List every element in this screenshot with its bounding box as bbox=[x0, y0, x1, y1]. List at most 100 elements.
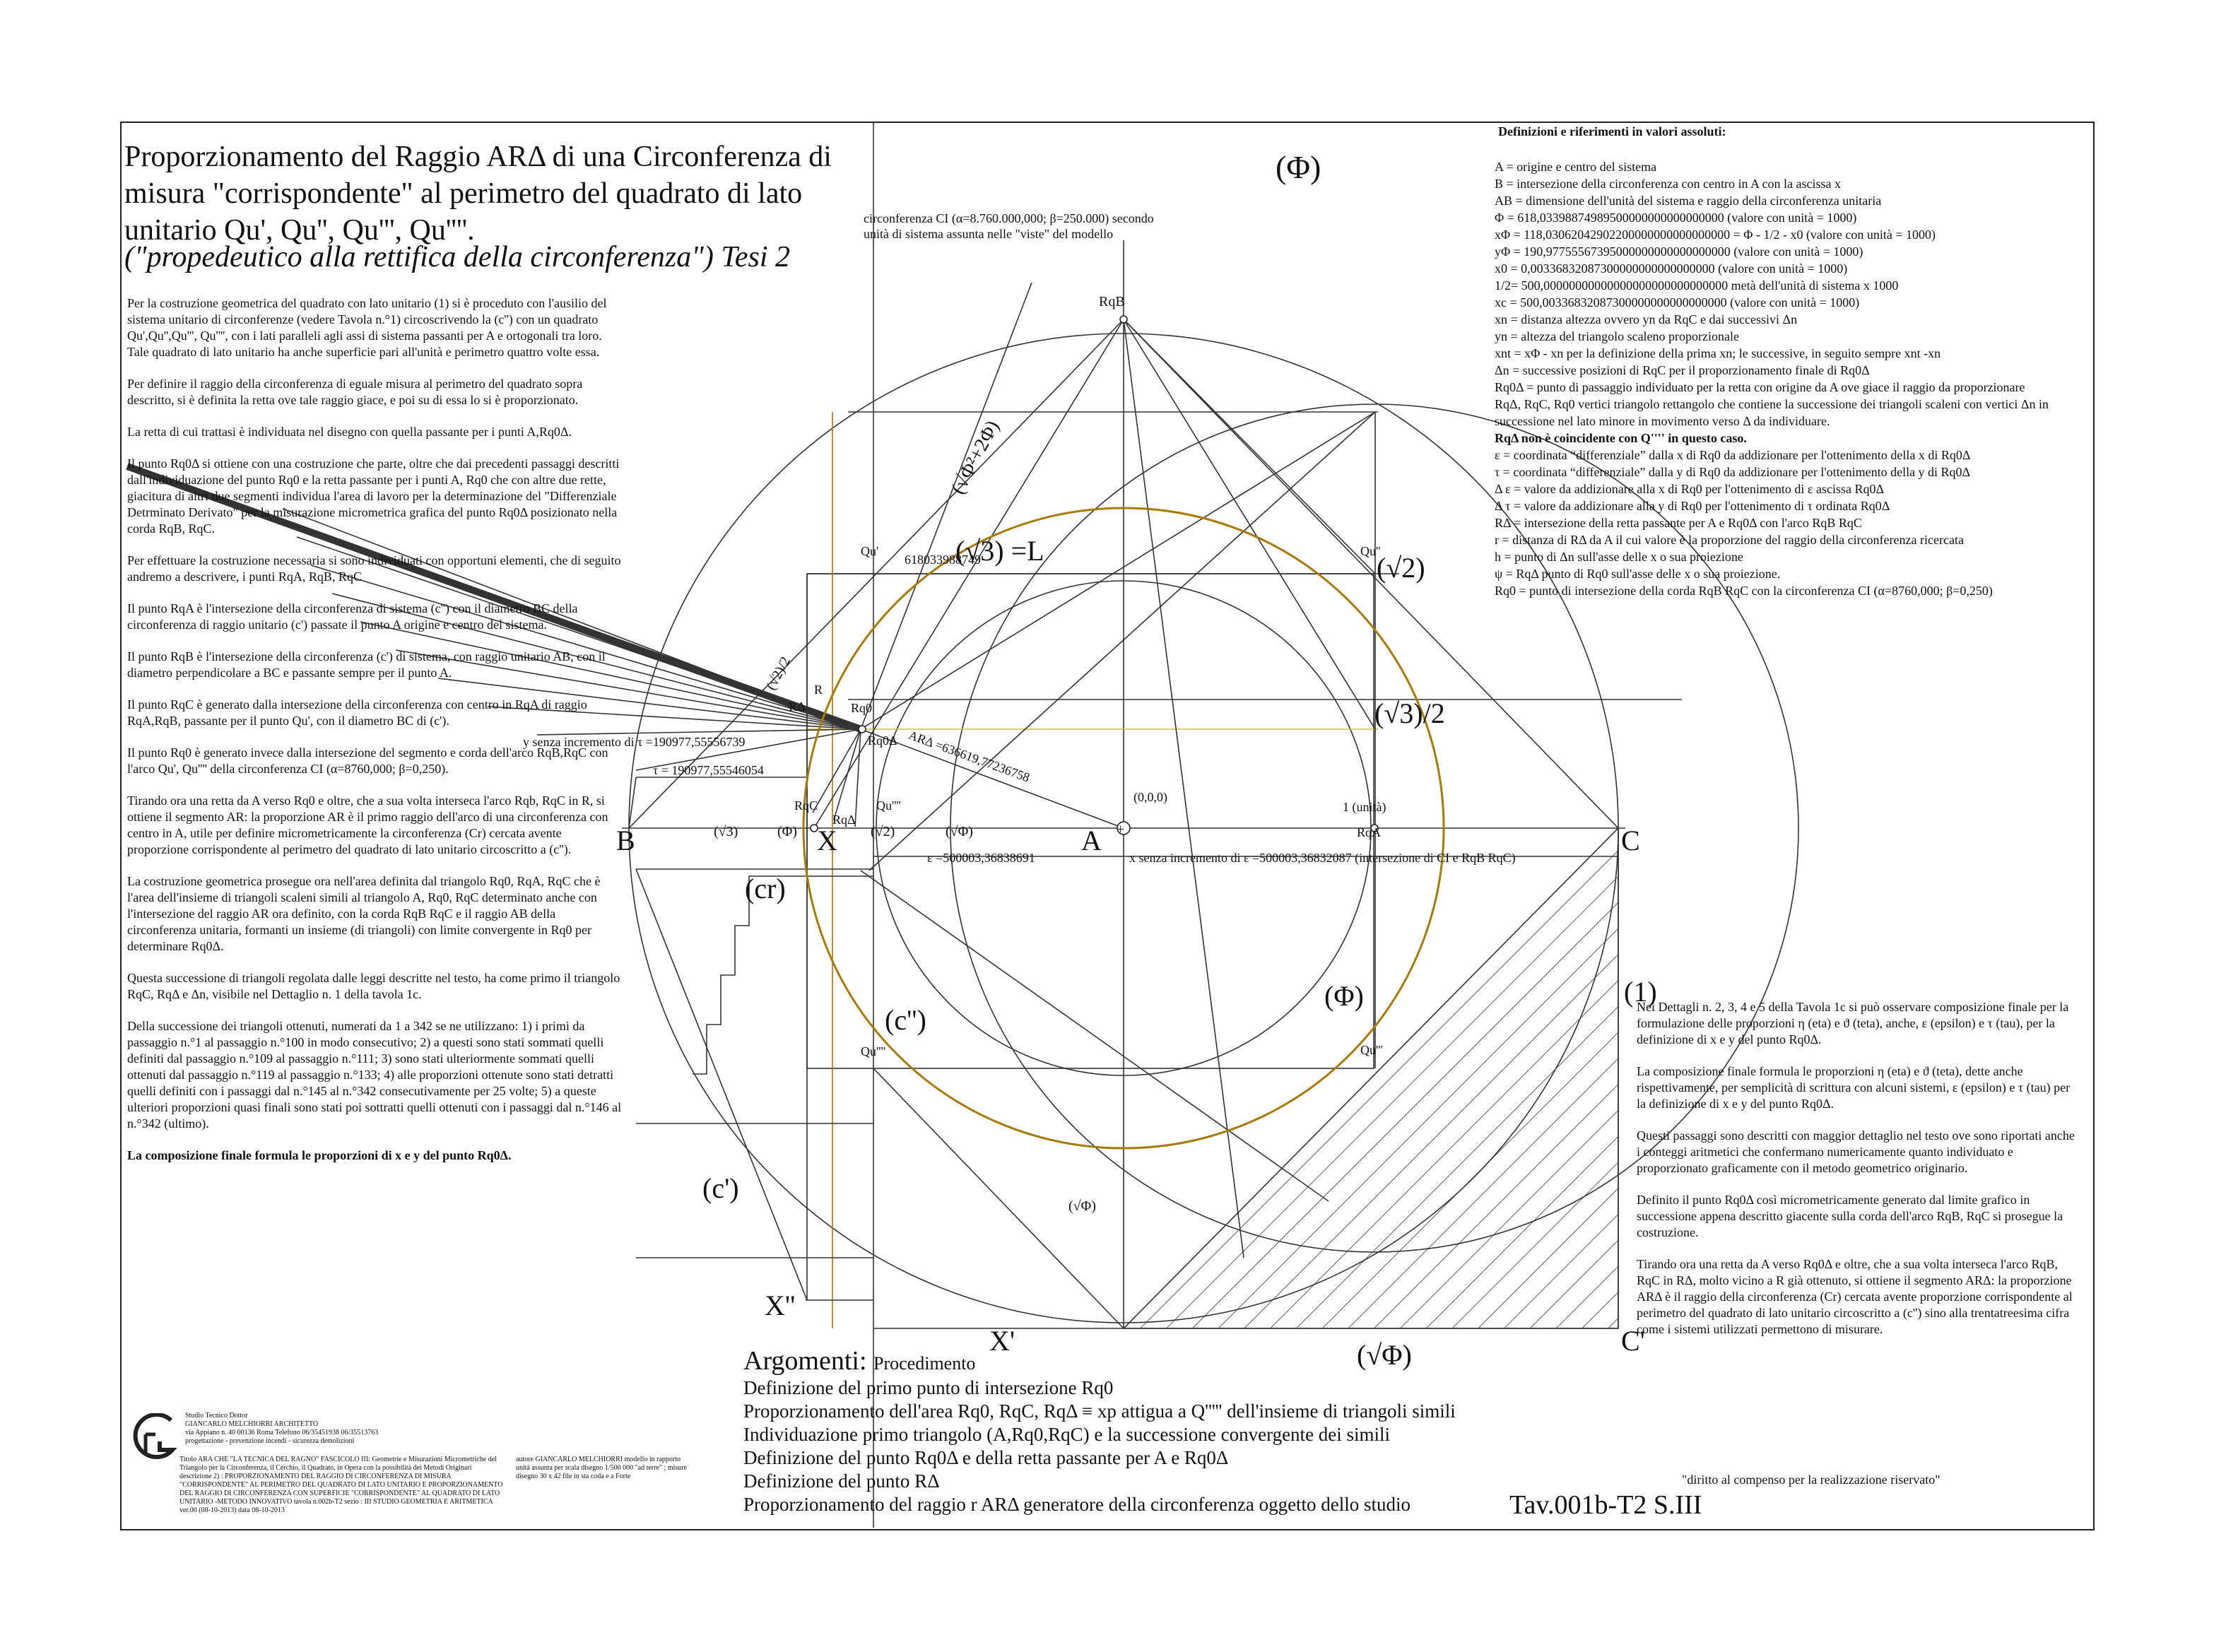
label-rq0d: Rq0Δ bbox=[868, 733, 897, 748]
label-sqrt-phi-small: (√Φ) bbox=[1068, 1198, 1096, 1214]
target-circle-cr bbox=[802, 507, 1445, 1150]
label-r: R bbox=[814, 683, 823, 697]
chord-rqb-c bbox=[1123, 319, 1619, 829]
label-origin: (0,0,0) bbox=[1133, 790, 1167, 804]
diag-1 bbox=[860, 282, 1032, 730]
label-sqrt2-axis: (√2) bbox=[871, 824, 895, 839]
sheet-number: Tav.001b-T2 S.III bbox=[1509, 1490, 1702, 1520]
label-c2: (c'') bbox=[885, 1004, 926, 1036]
label-b: B bbox=[616, 825, 635, 856]
definition-item: RΔ = intersezione della retta passante p… bbox=[1495, 516, 1862, 530]
label-eps: ε =500003,36838691 bbox=[927, 851, 1035, 865]
label-rqa: RqA bbox=[1357, 825, 1382, 839]
lower-diag bbox=[873, 1068, 1124, 1329]
details-paragraph: Definito il punto Rq0Δ così micrometrica… bbox=[1637, 1193, 2063, 1239]
definitions-list: A = origine e centro del sistema B = int… bbox=[1495, 158, 2074, 599]
topic-item: Individuazione primo triangolo (A,Rq0,Rq… bbox=[743, 1424, 1391, 1445]
intro-paragraph: Della successione dei triangoli ottenuti… bbox=[127, 1019, 622, 1131]
definition-item: x0 = 0,00336832087300000000000000000 (va… bbox=[1495, 261, 1848, 276]
intro-text: Per la costruzione geometrica del quadra… bbox=[127, 295, 622, 1179]
definition-item: ε = coordinata “differenziale” dalla x d… bbox=[1495, 448, 1971, 462]
chord-rqb-down bbox=[1123, 319, 1244, 1258]
label-qu3: Qu''' bbox=[1360, 1043, 1383, 1057]
definition-item: Δ τ = valore da addizionare alla y di Rq… bbox=[1495, 499, 1890, 513]
definition-item: yΦ = 190,97755567395000000000000000000 (… bbox=[1495, 244, 1863, 259]
topic-item: Definizione del primo punto di intersezi… bbox=[743, 1377, 1114, 1398]
point-a bbox=[1117, 821, 1131, 835]
label-c: C bbox=[1621, 825, 1640, 856]
topic-item: Definizione del punto Rq0Δ e della retta… bbox=[743, 1447, 1229, 1468]
definition-item: τ = coordinata “differenziale” dalla y d… bbox=[1495, 465, 1971, 479]
intro-paragraph: La costruzione geometrica prosegue ora n… bbox=[127, 874, 601, 953]
definition-item: xΦ = 118,03062042902200000000000000000 =… bbox=[1495, 228, 1936, 242]
label-rqb: RqB bbox=[1099, 294, 1125, 309]
topics-heading-sub: Procedimento bbox=[873, 1353, 976, 1374]
studio-line: Studio Tecnico Dottor bbox=[185, 1412, 248, 1420]
label-sqrt3-half: (√3)/2 bbox=[1374, 697, 1445, 729]
title-block-info: Titolo ARA CHE "LA TECNICA DEL RAGNO" FA… bbox=[179, 1456, 503, 1514]
definition-item: Rq0Δ = punto di passaggio individuato pe… bbox=[1495, 380, 2025, 394]
label-phi-top: (Φ) bbox=[1276, 149, 1321, 185]
intro-paragraph: Per la costruzione geometrica del quadra… bbox=[127, 296, 607, 359]
label-one: (1) bbox=[1624, 976, 1657, 1008]
definitions-title: Definizioni e riferimenti in valori asso… bbox=[1498, 124, 1726, 138]
label-sqrt3-axis: (√3) bbox=[714, 824, 738, 839]
point-rq0 bbox=[858, 725, 866, 733]
label-qu4b: Qu'''' bbox=[876, 798, 901, 813]
fan-line-7 bbox=[437, 678, 861, 730]
fan-line-9 bbox=[536, 728, 861, 736]
definition-item: Δn = successive posizioni di RqC per il … bbox=[1495, 363, 1870, 377]
label-qu1: Qu' bbox=[861, 544, 879, 558]
intro-paragraph: Questa successione di triangoli regolata… bbox=[127, 971, 620, 1001]
chord-rqb-right bbox=[1123, 319, 1376, 730]
point-rqc bbox=[810, 824, 818, 832]
fan-line-12 bbox=[833, 728, 861, 820]
studio-line: via Appiano n. 40 00136 Roma Telefono 06… bbox=[185, 1429, 379, 1436]
label-rqc: RqC bbox=[794, 798, 818, 813]
intro-paragraph: La retta di cui trattasi è individuata n… bbox=[127, 425, 572, 439]
diag-3 bbox=[868, 411, 1376, 871]
label-qu4: Qu'''' bbox=[861, 1044, 885, 1058]
definition-item: Δ ε = valore da addizionare alla x di Rq… bbox=[1495, 482, 1885, 496]
details-paragraph: Tirando ora una retta da A verso Rq0Δ e … bbox=[1637, 1257, 2073, 1336]
label-sqrt2: (√2) bbox=[1377, 552, 1425, 584]
definition-item: AB = dimensione dell'unità del sistema e… bbox=[1495, 194, 1882, 208]
intro-paragraph: Per definire il raggio della circonferen… bbox=[127, 377, 583, 407]
studio-logo bbox=[133, 1413, 177, 1459]
fan-line-4 bbox=[331, 593, 861, 730]
chord-rqb-qu2 bbox=[1123, 319, 1376, 574]
label-sqrt3-l: (√3) =L bbox=[955, 535, 1044, 567]
diag-4 bbox=[860, 870, 1329, 1202]
intro-paragraph: Il punto RqC è generato dalla intersezio… bbox=[127, 697, 587, 728]
fan-line-5 bbox=[360, 621, 861, 730]
fan-line-13 bbox=[854, 728, 861, 827]
chord-rqb-b bbox=[628, 319, 1124, 829]
intro-paragraph: Per effettuare la costruzione necessaria… bbox=[127, 553, 621, 584]
intro-paragraph: La composizione finale formula le propor… bbox=[127, 1148, 512, 1162]
fan-line-6 bbox=[395, 649, 861, 730]
origin-cross: + bbox=[1117, 822, 1124, 837]
topics-block: Argomenti: Procedimento Definizione del … bbox=[743, 1345, 1456, 1516]
details-text: Nei Dettagli n. 2, 3, 4 e 5 della Tavola… bbox=[1637, 999, 2078, 1353]
label-sqrt-phi-axis: (√Φ) bbox=[946, 824, 973, 839]
definition-item: yn = altezza del triangolo scaleno propo… bbox=[1495, 329, 1740, 343]
definition-item: Rq0 = punto di intersezione della corda … bbox=[1495, 584, 1993, 598]
point-rqb bbox=[1119, 315, 1128, 324]
topics-heading-main: Argomenti: bbox=[743, 1346, 867, 1376]
circle-note: circonferenza CI (α=8.760.000,000; β=250… bbox=[864, 211, 1154, 241]
point-rqa bbox=[1370, 824, 1379, 832]
intro-paragraph: Il punto RqB è l'intersezione della circ… bbox=[127, 649, 606, 680]
fan-line-3 bbox=[310, 565, 861, 730]
rights-note: "diritto al compenso per la realizzazion… bbox=[1682, 1473, 1941, 1487]
studio-line: progettazione - prevenzione incendi - si… bbox=[185, 1437, 355, 1445]
fan-thick bbox=[126, 463, 862, 733]
intro-paragraph: Il punto RqA è l'intersezione della circ… bbox=[127, 601, 578, 632]
label-x-eps: x senza incremento di ε =500003,36832087… bbox=[1129, 851, 1516, 865]
definition-item: h = punto di Δn sull'asse delle x o sua … bbox=[1495, 550, 1743, 564]
definition-item: xn = distanza altezza ovvero yn da RqC e… bbox=[1495, 312, 1798, 326]
intro-paragraph: Il punto Rq0 è generato invece dalla int… bbox=[127, 745, 608, 776]
label-tau: τ = 190977,55546054 bbox=[653, 763, 764, 777]
label-x1: X' bbox=[989, 1325, 1015, 1357]
diag-2 bbox=[860, 411, 1376, 730]
